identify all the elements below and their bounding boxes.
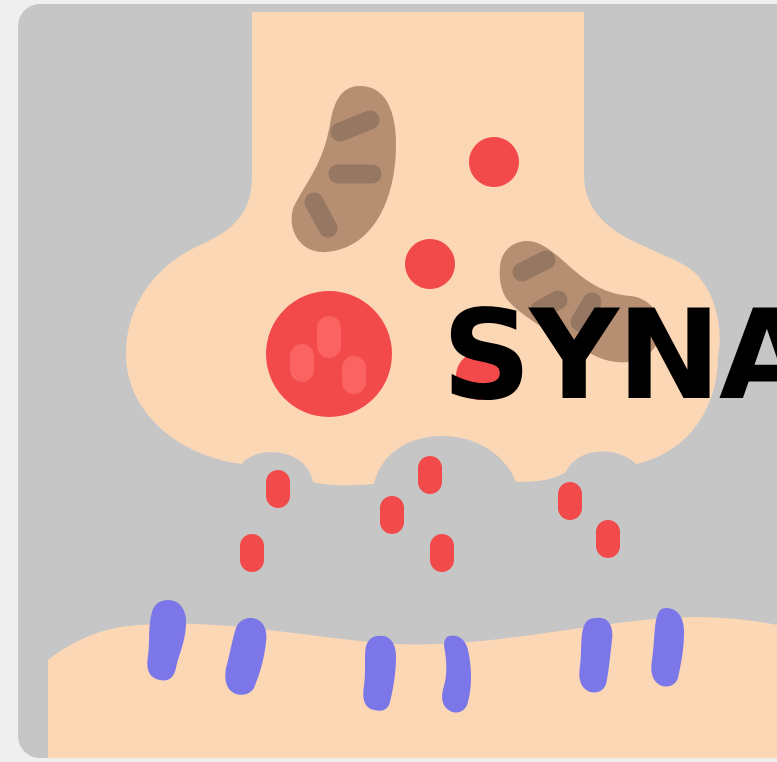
synaptic-vesicle-icon <box>469 137 519 187</box>
diagram-title: SYNAPSE <box>442 294 777 418</box>
synapse-card: SYNAPSE <box>18 4 777 758</box>
synaptic-vesicle-icon <box>405 239 455 289</box>
large-vesicle-icon <box>266 291 392 417</box>
